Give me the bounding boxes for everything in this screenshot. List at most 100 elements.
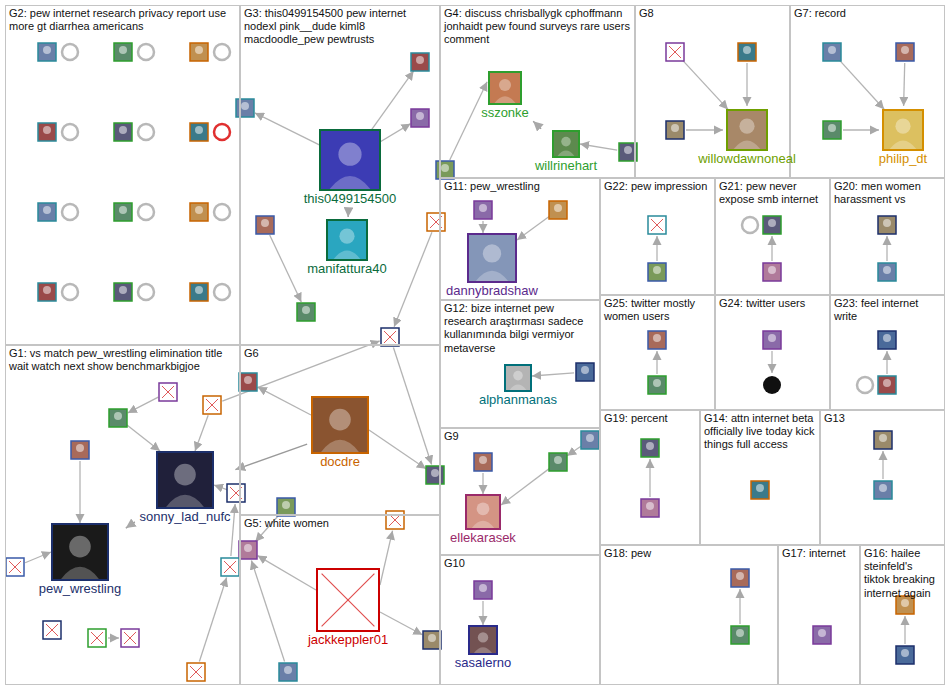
vertex-picture	[666, 121, 684, 139]
avatar-square	[763, 263, 781, 281]
vertex-label: this0499154500	[303, 191, 398, 206]
vertex-picture	[411, 53, 429, 71]
avatar-image	[313, 398, 367, 452]
edge-line	[127, 425, 160, 451]
self-loop	[857, 377, 873, 393]
avatar-head	[284, 666, 292, 674]
group-heading: G2: pew internet research privacy report…	[6, 6, 239, 34]
self-loop	[214, 44, 230, 60]
broken-image-cross	[322, 574, 375, 627]
avatar-head	[244, 544, 252, 552]
vertex-picture	[878, 263, 896, 281]
self-loop	[742, 217, 758, 233]
group-heading: G25: twitter mostly women users	[601, 296, 714, 324]
group-heading: G11: pew_wrestling	[441, 179, 599, 194]
avatar-head	[901, 46, 909, 54]
avatar-square	[549, 201, 567, 219]
avatar-shoulders	[61, 567, 99, 579]
avatar-square	[411, 53, 429, 71]
vertex-picture	[381, 328, 399, 346]
group-panel: G11: pew_wrestlingdannybradshaw	[440, 178, 600, 300]
avatar-head	[339, 229, 354, 244]
avatar-head	[828, 46, 836, 54]
avatar-image	[506, 366, 530, 390]
avatar-square	[878, 376, 896, 394]
avatar-circle	[763, 376, 781, 394]
edge-line	[886, 351, 887, 374]
avatar-square	[738, 43, 756, 61]
edge-line	[771, 351, 772, 373]
avatar-head	[329, 409, 351, 431]
vertex-picture	[549, 453, 567, 471]
vertex-picture	[236, 99, 254, 117]
group-panel: G17: internet	[778, 545, 860, 685]
avatar-image	[470, 627, 496, 653]
group-panel: G24: twitter users	[715, 295, 830, 410]
vertex-picture	[239, 373, 257, 391]
group-panel: G16: hailee steinfeld's tiktok breaking …	[860, 545, 945, 685]
avatar-head	[653, 266, 661, 274]
avatar-square	[581, 431, 599, 449]
broken-image-cross	[190, 666, 202, 678]
vertex-node: sonny_lad_nufc	[136, 451, 233, 524]
vertex-picture	[187, 663, 205, 681]
vertex-picture	[277, 498, 295, 516]
group-panel: G5: white womenjackkeppler01	[240, 515, 440, 685]
broken-image-cross	[669, 46, 681, 58]
avatar-head	[338, 143, 361, 166]
avatar-head	[241, 102, 249, 110]
avatar-square	[731, 569, 749, 587]
vertex-picture	[896, 646, 914, 664]
edge-line	[369, 71, 414, 134]
avatar-square	[38, 283, 56, 301]
avatar-head	[282, 501, 290, 509]
group-heading: G14: attn internet beta officially live …	[701, 411, 819, 453]
group-heading: G7: record	[791, 6, 944, 21]
avatar-square	[38, 43, 56, 61]
edge-line	[839, 60, 884, 109]
group-panel: G19: percent	[600, 410, 700, 545]
vertex-picture	[239, 541, 257, 559]
avatar-image	[321, 131, 379, 189]
group-panel: G6docdre	[240, 345, 440, 515]
avatar-head	[671, 124, 679, 132]
group-heading: G22: pew impression	[601, 179, 714, 194]
self-loop	[62, 124, 78, 140]
vertex-picture	[114, 203, 132, 221]
avatar-square	[114, 283, 132, 301]
self-loop	[62, 284, 78, 300]
vertex-node: willrinehart	[532, 130, 600, 173]
avatar-head	[768, 266, 776, 274]
vertex-picture	[751, 481, 769, 499]
vertex-picture	[114, 283, 132, 301]
edge-connector	[126, 522, 135, 528]
group-panel: G14: attn internet beta officially live …	[700, 410, 820, 545]
avatar-head	[43, 286, 51, 294]
vertex-picture	[874, 481, 892, 499]
edge-connector	[235, 444, 307, 469]
group-heading: G17: internet	[779, 546, 859, 561]
avatar-head	[478, 632, 488, 642]
avatar-head	[119, 126, 127, 134]
vertex-picture	[38, 203, 56, 221]
edge-line	[380, 612, 422, 635]
vertex-picture	[763, 263, 781, 281]
vertex-picture	[138, 204, 154, 220]
vertex-picture	[874, 431, 892, 449]
vertex-node: jackkeppler01	[305, 568, 391, 647]
broken-image-cross	[224, 561, 236, 573]
avatar-picture	[552, 130, 580, 158]
edge-line	[482, 221, 483, 233]
vertex-picture	[878, 331, 896, 349]
avatar-head	[624, 146, 632, 154]
group-panel: G1: vs match pew_wrestling elimination t…	[5, 345, 240, 685]
vertex-node: philip_dt	[876, 109, 930, 166]
avatar-head	[901, 649, 909, 657]
vertex-label: willrinehart	[534, 158, 598, 173]
vertex-picture	[423, 631, 441, 649]
avatar-head	[43, 46, 51, 54]
avatar-image	[328, 221, 366, 259]
avatar-head	[483, 244, 501, 262]
vertex-picture	[62, 204, 78, 220]
avatar-head	[554, 456, 562, 464]
